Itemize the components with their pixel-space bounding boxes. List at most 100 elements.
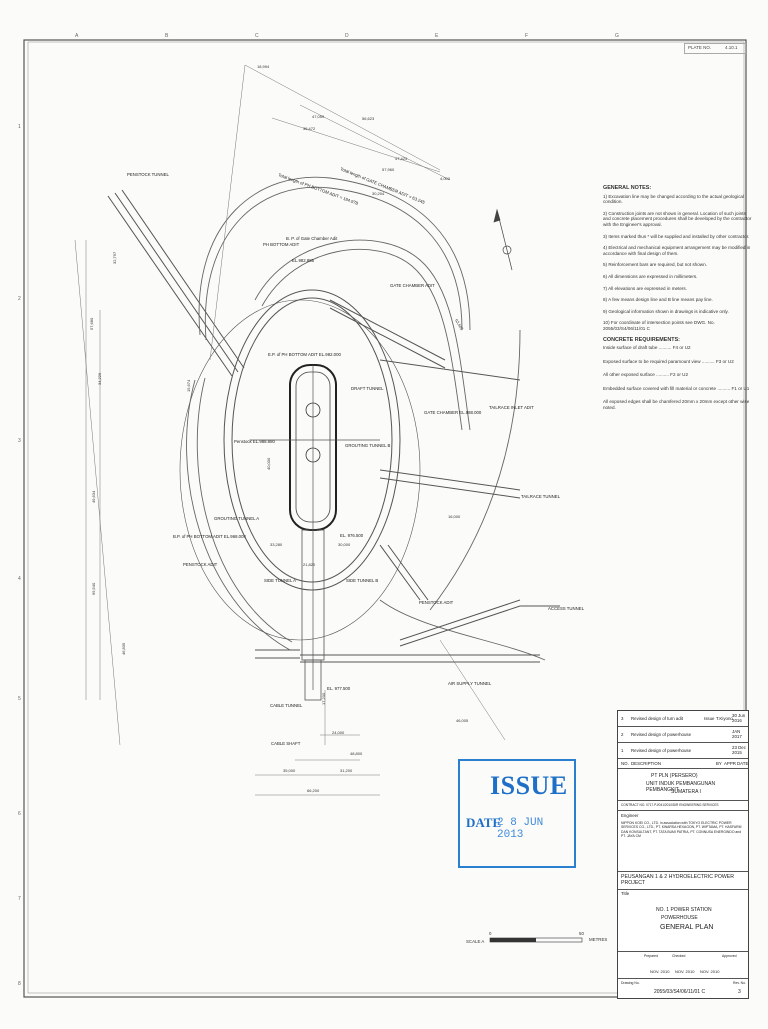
- note-item: 4) Electrical and mechanical equipment a…: [603, 245, 751, 256]
- dimension-value: 47,424: [395, 156, 408, 161]
- scale-bar: [489, 937, 583, 943]
- dimension-value: 24,000: [332, 730, 345, 735]
- concrete-row: Embedded surface covered with fill mater…: [603, 385, 750, 391]
- prepared-label: Prepared: [644, 954, 658, 958]
- concrete-requirements: CONCRETE REQUIREMENTS: Inside surface of…: [603, 336, 753, 411]
- grid-row-label: 1: [18, 124, 21, 130]
- concrete-row-value: F4 or U2: [672, 345, 691, 351]
- penstock-tunnel-lines: [107, 189, 245, 377]
- divider: [618, 758, 748, 759]
- owner-unit: UNIT INDUK PEMBANGUNAN PEMBANGKIT: [646, 781, 716, 793]
- plan-label: CABLE SHAFT: [271, 741, 301, 746]
- plate-value: 4.10.1: [725, 45, 738, 50]
- dimension-value: 18,994: [257, 64, 270, 69]
- dimension-value: 46,835: [121, 642, 126, 655]
- date-prepared: NOV. 2010: [650, 969, 670, 974]
- issue-stamp-title: ISSUE: [490, 771, 568, 800]
- plan-label: GROUTING TUNNEL A: [214, 516, 259, 521]
- dimension-value: 16,000: [448, 514, 461, 519]
- plan-label: B. P. of Gate Chamber Adit: [286, 236, 338, 241]
- issue-stamp-date-label: DATE: [466, 815, 502, 830]
- rev-no-value: 3: [738, 989, 741, 995]
- dimension-value: 31,200: [340, 768, 353, 773]
- dimension-lines: [74, 64, 506, 796]
- north-arrow-icon: [493, 208, 513, 271]
- rev-header-appr: APPR: [724, 761, 736, 766]
- plan-label: EL. 977.500: [327, 686, 351, 691]
- concrete-row: Inside surface of draft tube .......... …: [603, 345, 691, 351]
- adit-loops: [186, 176, 546, 661]
- rev-issue: Issue: [704, 716, 715, 721]
- dimension-value: 56,623: [362, 116, 375, 121]
- dimension-value: 32,797: [112, 251, 117, 264]
- note-item: 8) A few means design line and B line me…: [603, 297, 713, 303]
- grid-col-label: G: [615, 33, 619, 39]
- plan-label: DRAFT TUNNEL: [351, 386, 384, 391]
- powerhouse-cavern: [250, 364, 380, 701]
- outer-frame: [23, 39, 747, 998]
- concrete-row-label: Inside surface of draft tube: [603, 345, 658, 351]
- plan-label-group: PENSTOCK TUNNEL PH BOTTOM ADIT B. P. of …: [127, 166, 585, 746]
- engineer-label: Engineer: [621, 813, 639, 818]
- structure-name: POWERHOUSE: [661, 915, 698, 921]
- grid-col-label: C: [255, 33, 259, 39]
- dimension-value: 57,680: [89, 317, 94, 330]
- date-checked: NOV. 2010: [675, 969, 695, 974]
- concrete-row-label: Exposed surface to be required paramount…: [603, 358, 701, 364]
- rev-header-by: BY: [716, 761, 722, 766]
- rev-date: JAN 2017: [732, 729, 742, 739]
- rev-no-label: Rev. No.: [733, 981, 746, 985]
- dimension-value: 36,472: [303, 126, 316, 131]
- grid-row-label: 3: [18, 438, 21, 444]
- dimension-value: 15,674: [186, 379, 191, 392]
- dimension-value: 99,540: [91, 582, 96, 595]
- concrete-row: Exposed surface to be required paramount…: [603, 358, 734, 364]
- owner-name: PT PLN (PERSERO): [651, 773, 698, 779]
- grid-col-label: D: [345, 33, 349, 39]
- note-item: 5) Reinforcement bars are required, but …: [603, 262, 707, 268]
- plan-label: GATE CHAMBER ADIT: [390, 283, 435, 288]
- divider: [618, 978, 748, 979]
- grid-col-label: A: [75, 33, 79, 39]
- concrete-row-value: F1 or U1: [731, 385, 750, 391]
- date-approved: NOV. 2010: [700, 969, 720, 974]
- divider: [618, 871, 748, 872]
- grid-row-label: 6: [18, 811, 21, 817]
- general-notes-title: GENERAL NOTES:: [603, 185, 652, 191]
- project-name: PEUSANGAN 1 & 2 HYDROELECTRIC POWER PROJ…: [621, 874, 734, 886]
- divider: [618, 951, 748, 952]
- scale-bar-text: SCALE A 0 50 METRES: [466, 931, 607, 944]
- concrete-title: CONCRETE REQUIREMENTS:: [603, 336, 680, 343]
- dimension-value: 17,200: [321, 692, 326, 705]
- grid-row-label: 4: [18, 576, 21, 582]
- rev-desc: Revised design of powerhouse: [631, 732, 692, 737]
- access-rings: [179, 289, 421, 641]
- plan-label: EL.982.885: [292, 258, 315, 263]
- grid-row-label: 7: [18, 896, 21, 902]
- approved-label: Approved: [722, 954, 737, 958]
- note-item: 9) Geological information shown in drawi…: [603, 308, 729, 314]
- engineer-names: NIPPON KOEI CO., LTD. in association wit…: [621, 821, 742, 839]
- owner-region: SUMATERA I: [671, 789, 701, 795]
- plan-label: AIR SUPPLY TUNNEL: [448, 681, 492, 686]
- plan-label: SIDE TUNNEL A: [264, 578, 296, 583]
- note-item: 3) Items marked thus * will be supplied …: [603, 233, 750, 239]
- dimension-value: 66,200: [307, 788, 320, 793]
- concrete-row-value: F2 or U2: [670, 372, 689, 378]
- title-label: Title: [621, 891, 630, 896]
- plan-label: EL. 976.500: [340, 533, 364, 538]
- rev-no: 1: [621, 748, 624, 753]
- divider: [618, 726, 748, 727]
- drawing-no: 2055/03/S4/06/11/01 C: [654, 989, 706, 995]
- plan-label: GATE CHAMBER EL.988.000: [424, 410, 482, 415]
- divider: [618, 800, 748, 801]
- rev-date: 23 Dec 2015: [732, 745, 746, 755]
- dimension-value: 48,800: [350, 751, 363, 756]
- rev-desc: Revised design of powerhouse: [631, 748, 692, 753]
- note-item: 1) Excavation line may be changed accord…: [603, 193, 744, 205]
- grid-rows: 1 2 3 4 5 6 7 8: [18, 124, 21, 987]
- plan-label: TAILRACE TUNNEL: [521, 494, 561, 499]
- plan-label: GROUTING TUNNEL B: [345, 443, 390, 448]
- plate-number-tag: PLATE NO. 4.10.1: [684, 43, 746, 54]
